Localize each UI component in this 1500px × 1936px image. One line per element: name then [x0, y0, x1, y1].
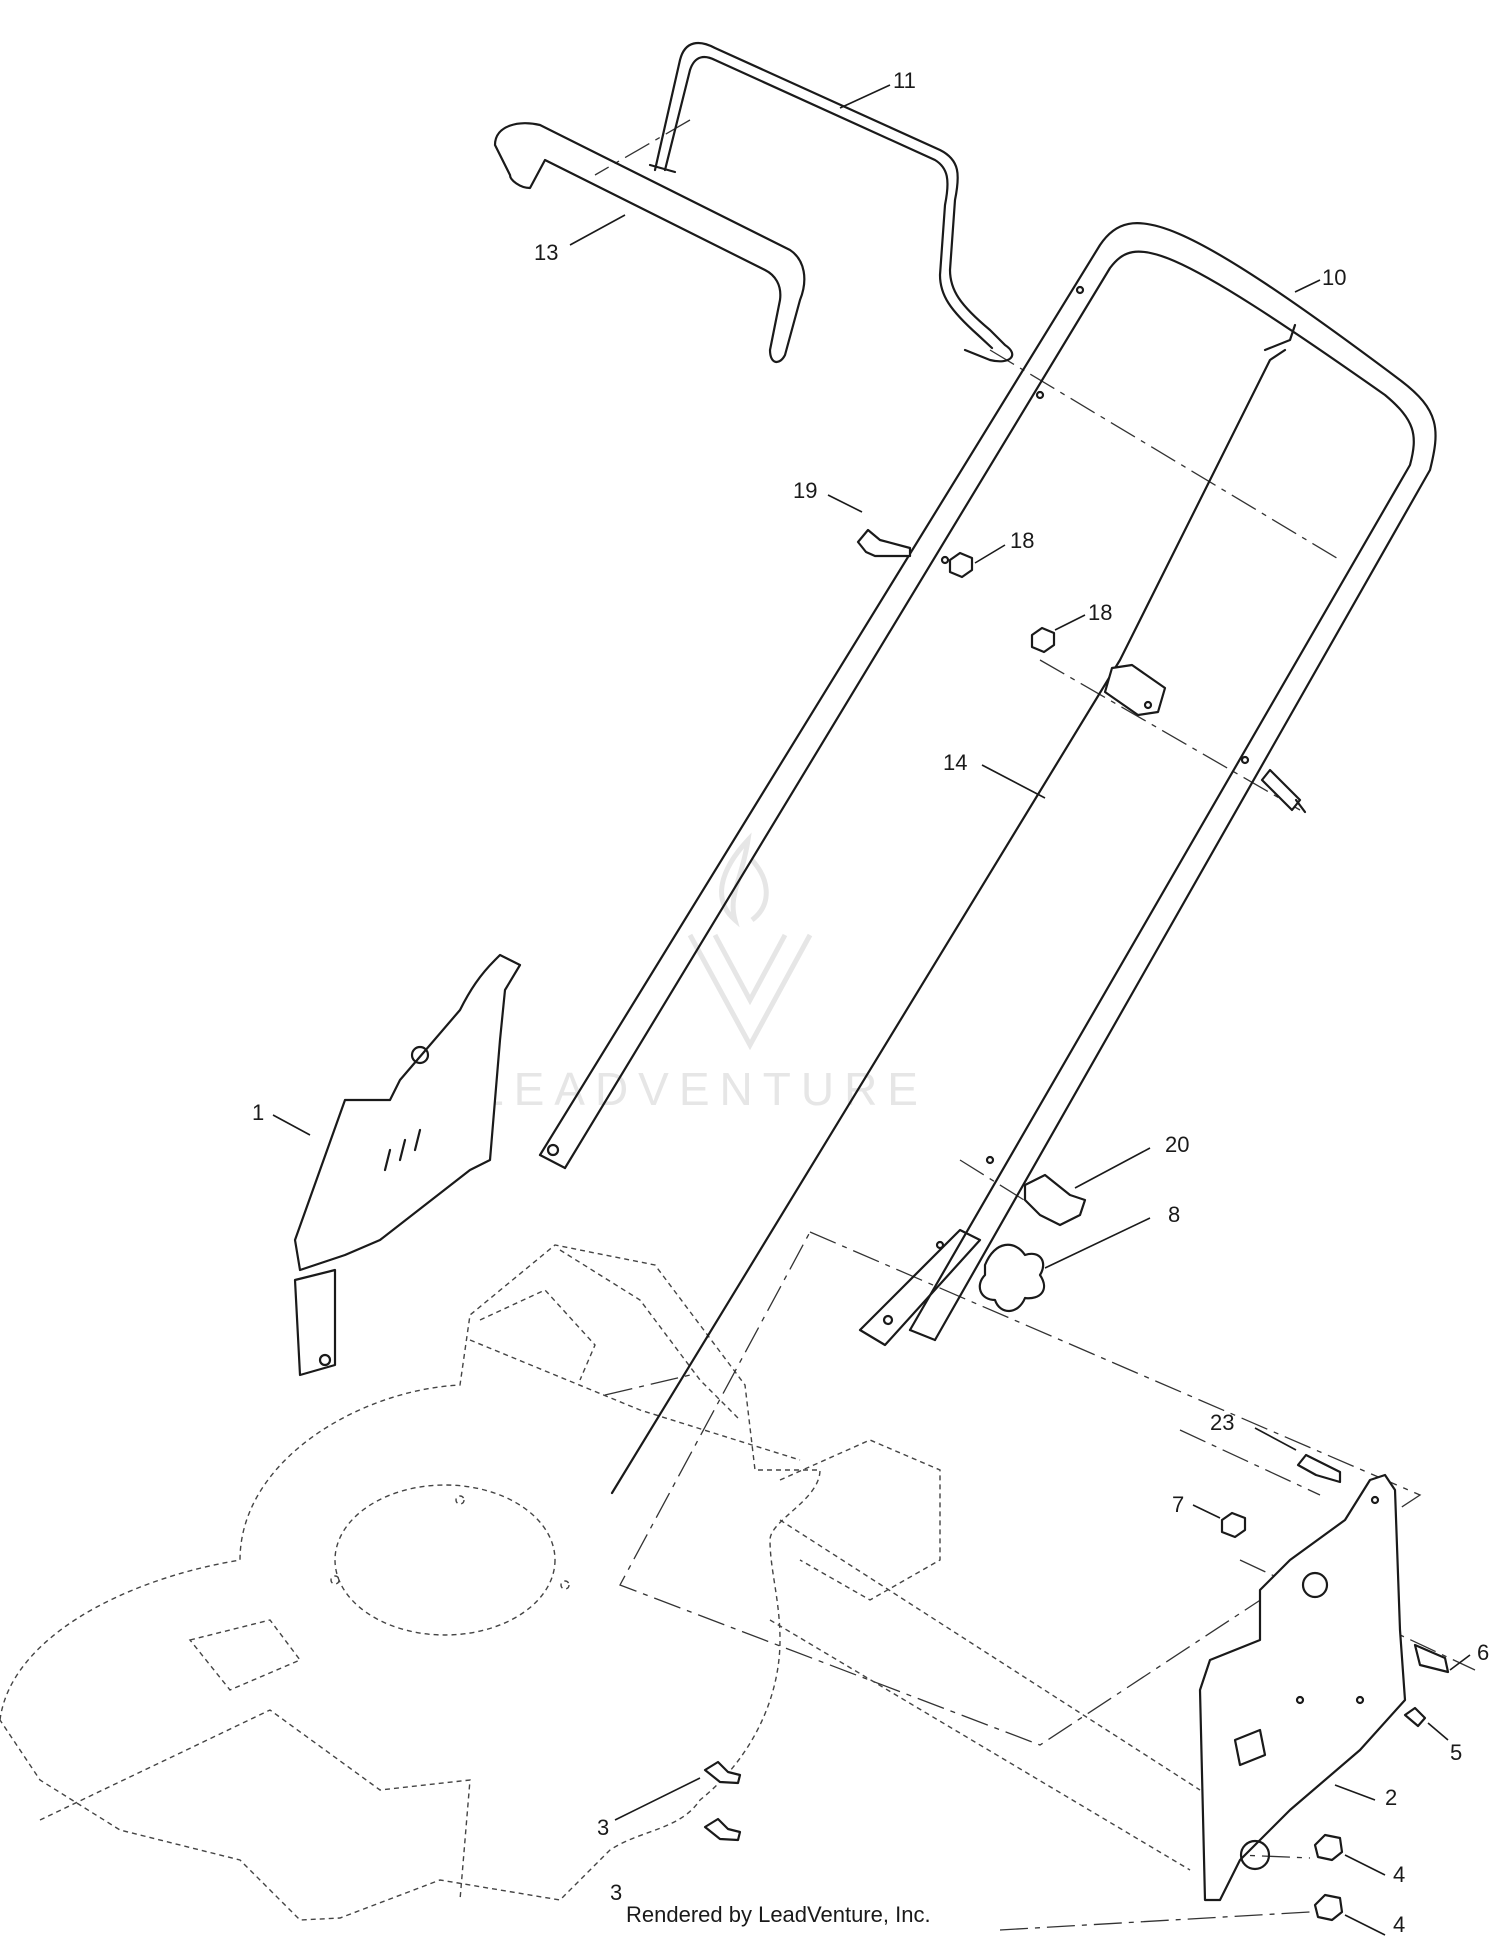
callout-19: 19 — [793, 478, 817, 503]
callout-2: 2 — [1385, 1785, 1397, 1810]
part-23-shoulder-bolt — [1296, 1453, 1342, 1484]
carriage-bolt — [1260, 768, 1307, 814]
part-8-knob — [978, 1243, 1046, 1313]
callout-11: 11 — [893, 68, 916, 93]
callout-10: 10 — [1322, 265, 1346, 290]
callout-3-lower: 3 — [610, 1880, 622, 1905]
callout-20: 20 — [1165, 1132, 1189, 1157]
callout-14: 14 — [943, 750, 967, 775]
callout-3-upper: 3 — [597, 1815, 609, 1840]
part-18-nuts — [948, 551, 1056, 654]
watermark-flame-icon — [719, 832, 769, 928]
callout-7: 7 — [1172, 1492, 1184, 1517]
part-6-pin — [1413, 1643, 1450, 1674]
part-11-bail-bar — [648, 41, 1014, 363]
part-20-cable-guide — [1023, 1173, 1087, 1227]
watermark-v-icon — [687, 933, 813, 1051]
leader-lines — [272, 84, 1471, 1936]
part-2-right-bracket — [1198, 1473, 1407, 1902]
watermark-text: LEADVENTURE — [478, 1063, 928, 1115]
part-1-left-bracket — [293, 953, 522, 1377]
mower-deck — [0, 1244, 1201, 1921]
part-19-pin — [856, 528, 912, 558]
callout-4-upper: 4 — [1393, 1862, 1405, 1887]
watermark: LEADVENTURE — [478, 832, 928, 1115]
part-5-screw — [1403, 1706, 1427, 1728]
part-14-cable — [610, 323, 1297, 1495]
callout-18-lower: 18 — [1088, 600, 1112, 625]
part-3-bolts — [703, 1760, 742, 1842]
callout-6: 6 — [1477, 1640, 1489, 1665]
part-13-grip — [493, 122, 806, 363]
render-credit: Rendered by LeadVenture, Inc. — [626, 1902, 931, 1927]
callout-13: 13 — [534, 240, 558, 265]
callout-23: 23 — [1210, 1410, 1234, 1435]
callout-4-lower: 4 — [1393, 1912, 1405, 1936]
part-4-flange-nuts — [1313, 1833, 1344, 1922]
lower-handle-stub — [858, 1228, 982, 1347]
callout-labels: 11 13 10 19 18 18 14 1 20 8 23 7 6 5 2 3… — [252, 68, 1489, 1936]
callout-1: 1 — [252, 1100, 264, 1125]
part-10-upper-handle — [538, 222, 1437, 1342]
callout-18-upper: 18 — [1010, 528, 1034, 553]
callout-8: 8 — [1168, 1202, 1180, 1227]
part-7-nut — [1220, 1511, 1247, 1539]
callout-5: 5 — [1450, 1740, 1462, 1765]
